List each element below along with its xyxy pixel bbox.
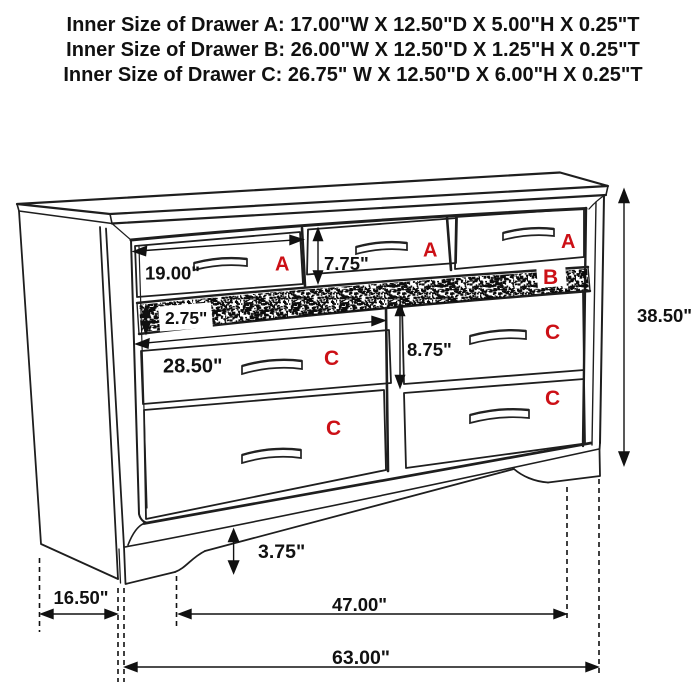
- svg-text:B: B: [543, 266, 558, 289]
- svg-text:47.00": 47.00": [332, 594, 387, 615]
- svg-text:A: A: [275, 254, 289, 276]
- svg-text:7.75": 7.75": [324, 253, 369, 274]
- svg-text:A: A: [561, 231, 575, 253]
- svg-text:8.75": 8.75": [407, 339, 452, 360]
- svg-text:A: A: [423, 240, 437, 262]
- svg-text:19.00": 19.00": [145, 263, 200, 284]
- svg-text:C: C: [324, 347, 339, 370]
- svg-text:C: C: [545, 387, 560, 410]
- svg-text:38.50": 38.50": [637, 305, 692, 326]
- svg-text:3.75": 3.75": [258, 541, 305, 563]
- svg-text:63.00": 63.00": [332, 647, 390, 669]
- svg-text:C: C: [326, 417, 341, 440]
- svg-text:2.75": 2.75": [165, 308, 207, 328]
- svg-text:C: C: [545, 321, 560, 344]
- svg-text:28.50": 28.50": [163, 356, 223, 378]
- svg-text:16.50": 16.50": [54, 587, 109, 608]
